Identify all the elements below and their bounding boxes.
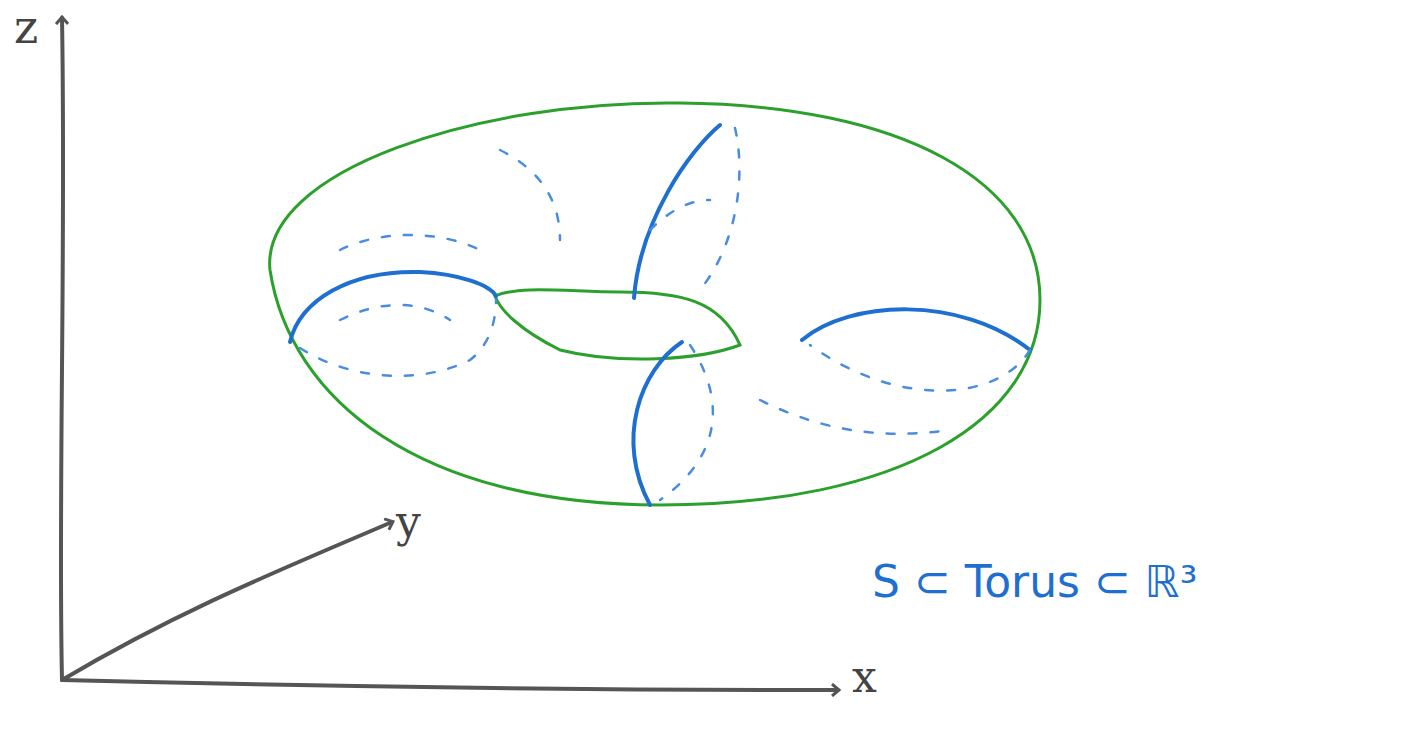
axis-label: z xyxy=(14,4,38,50)
torus-outline xyxy=(270,103,1040,505)
dashed-shading xyxy=(300,128,1030,500)
cross-section-curves xyxy=(290,125,1030,505)
set-inclusion-note: S ⊂ Torus ⊂ ℝ³ xyxy=(872,560,1197,604)
axis-label: x xyxy=(852,655,877,699)
axis-label: y xyxy=(396,500,421,544)
axes xyxy=(61,18,838,690)
